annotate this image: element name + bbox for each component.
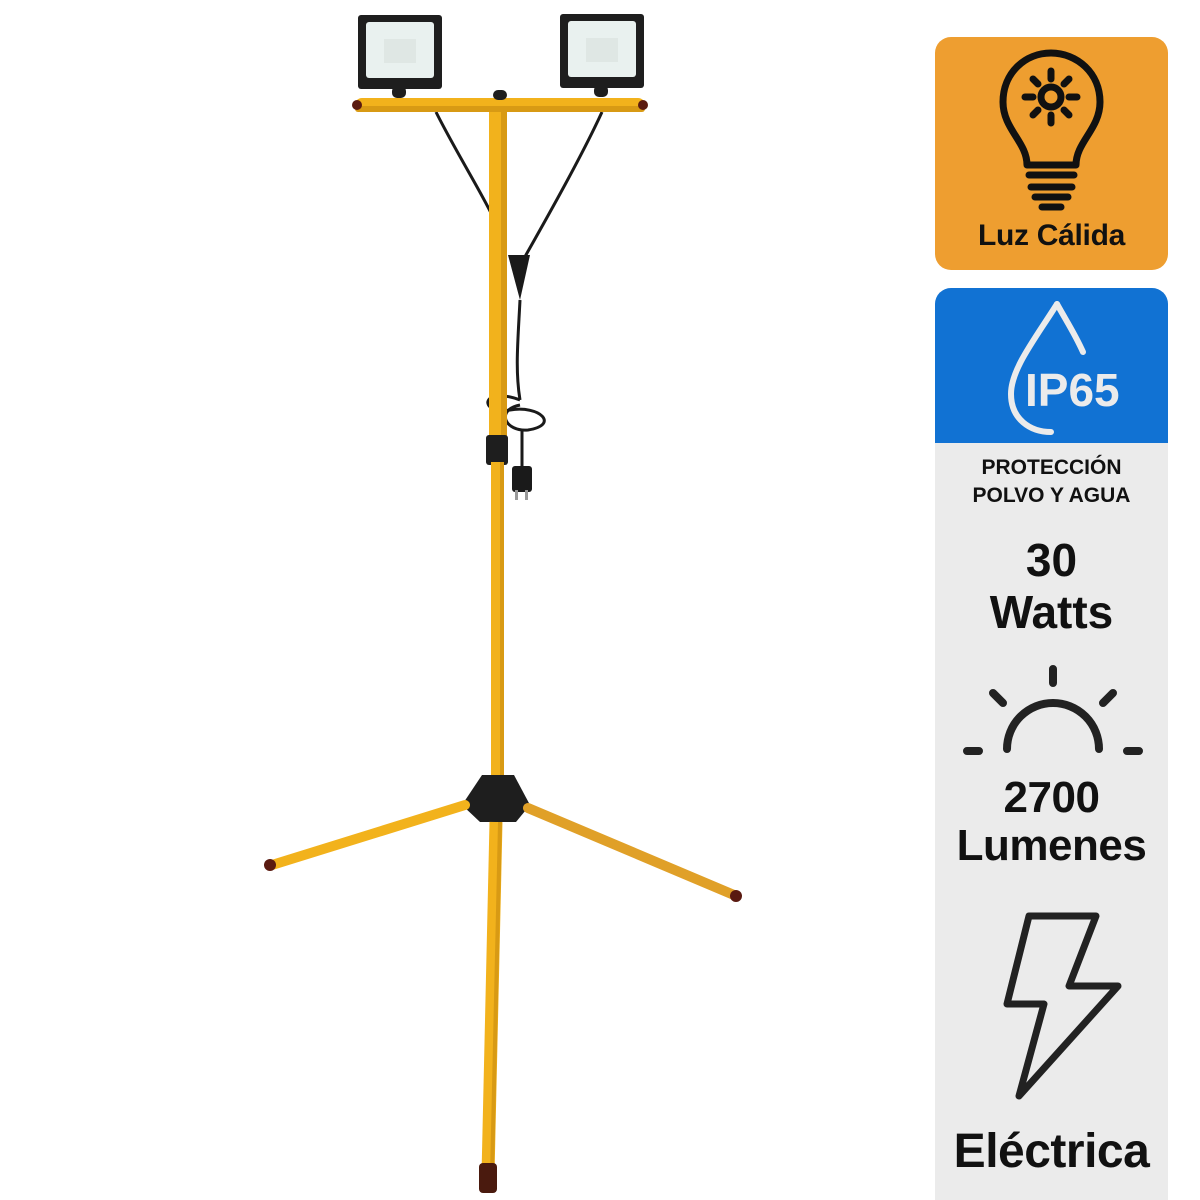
lumens-unit: Lumenes — [956, 821, 1147, 870]
lumens-value: 2700 — [1003, 773, 1100, 822]
ip-line-1: PROTECCIÓN — [981, 456, 1122, 479]
ip-description: PROTECCIÓN POLVO Y AGUA — [935, 454, 1168, 510]
ip-line-2: POLVO Y AGUA — [972, 484, 1131, 507]
sunrise-icon — [963, 665, 1143, 755]
lightbulb-sun-icon — [999, 49, 1104, 211]
specs-panel: IP65 PROTECCIÓN POLVO Y AGUA 30 Watts 27… — [935, 288, 1168, 1200]
power-spec: 30 Watts — [935, 534, 1168, 638]
ip-rating-header: IP65 — [935, 288, 1168, 443]
lumens-spec: 2700 Lumenes — [935, 774, 1168, 870]
power-value: 30 — [1025, 534, 1078, 586]
lightning-bolt-icon — [1003, 912, 1122, 1100]
power-supply-label: Eléctrica — [953, 1125, 1150, 1178]
ip-code: IP65 — [1025, 364, 1120, 416]
warm-light-label: Luz Cálida — [977, 219, 1125, 252]
warm-light-badge: Luz Cálida — [935, 37, 1168, 270]
water-drop-icon: IP65 — [1007, 301, 1120, 435]
power-unit: Watts — [989, 586, 1114, 638]
product-image-tripod-floodlight — [264, 14, 742, 1193]
